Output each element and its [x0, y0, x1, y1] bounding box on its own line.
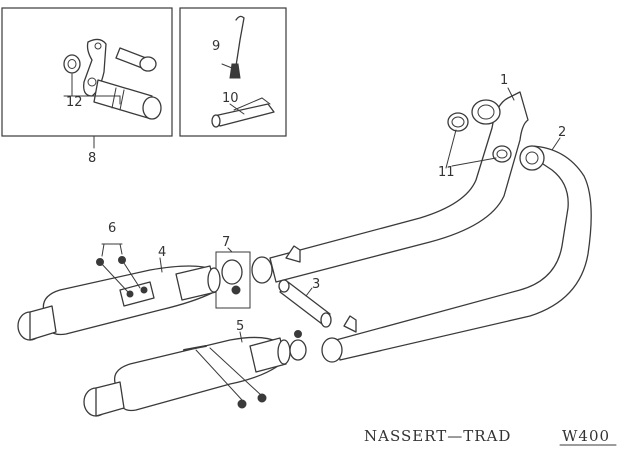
inset-box-stand-spring [179, 7, 287, 137]
header-pipe-2-flange-inner [525, 151, 539, 165]
leader-3 [305, 287, 313, 297]
footrest-peg-rib-1 [111, 87, 117, 109]
header-pipe-2-end [321, 337, 343, 363]
leader-11-b [451, 157, 497, 167]
bracket-bolt-upper-head [139, 56, 157, 72]
muffler-5-bolt-1 [237, 399, 247, 409]
muffler-5-bolt-2 [257, 393, 267, 403]
header-pipe-1-tab [285, 245, 301, 263]
clamp-bolt [231, 285, 241, 295]
bolt-6-b-head [118, 256, 126, 264]
leader-6-a [101, 243, 105, 257]
callout-11: 11 [438, 165, 455, 180]
callout-5: 5 [236, 319, 244, 334]
header-pipe-1-flange [471, 99, 501, 125]
clamp-7 [215, 247, 251, 309]
caption-title: NASSERT—TRAD [364, 427, 511, 445]
muffler-4-mount-bolt-1 [126, 290, 134, 298]
bracket-hole-top [94, 42, 102, 50]
muffler-5-inlet-mouth [277, 339, 291, 365]
leader-9 [221, 63, 233, 69]
leader-4 [159, 257, 163, 273]
clamp-lower-ring [289, 339, 307, 361]
muffler-4 [17, 257, 221, 341]
inset-box-footrest [1, 7, 173, 149]
callout-8: 8 [88, 151, 96, 166]
header-pipe-2-tab [343, 315, 357, 333]
clamp-lower-bolt [294, 330, 302, 338]
muffler-4-mount-bolt-2 [140, 286, 148, 294]
connector-pipe-3 [278, 279, 332, 328]
gasket-lower-inner [496, 149, 508, 159]
muffler-5-strap-1 [195, 349, 243, 401]
header-pipe-2-body [335, 145, 592, 361]
footrest-peg-end [142, 96, 162, 120]
muffler-5 [83, 331, 291, 417]
muffler-4-inlet-mouth [207, 267, 221, 293]
callout-2: 2 [558, 125, 566, 140]
bolt-6-a-head [96, 258, 104, 266]
muffler-5-bracket-top [183, 345, 207, 351]
gasket-upper [447, 112, 469, 132]
callout-9: 9 [212, 39, 220, 54]
leader-12 [63, 95, 121, 105]
header-pipe-1 [251, 87, 529, 284]
clamp-lower [289, 330, 307, 361]
callout-12: 12 [66, 95, 83, 110]
leader-7 [227, 247, 233, 253]
callout-7: 7 [222, 235, 230, 250]
header-pipe-2-flange [519, 145, 545, 171]
muffler-4-tailpipe-tube [29, 305, 57, 341]
callout-labels: 1 2 3 4 5 6 7 8 9 10 11 12 [66, 39, 566, 334]
header-pipe-1-end [251, 256, 273, 284]
diagram-caption: NASSERT—TRAD W400 [364, 427, 617, 446]
bolts-6 [96, 243, 141, 293]
gasket-lower [492, 145, 512, 163]
stand-bracket [213, 103, 275, 127]
footrest-peg-rib-2 [119, 89, 125, 111]
bolt-6-a-shank [99, 261, 129, 293]
leader-11-a [445, 129, 457, 169]
spring-hook-base [229, 63, 241, 79]
gasket-upper-inner [451, 116, 465, 128]
inset-frame-9-10 [179, 7, 287, 137]
header-pipe-1-body [269, 91, 529, 283]
caption-model: W400 [562, 427, 610, 445]
connector-pipe-end [320, 312, 332, 328]
callout-3: 3 [312, 277, 320, 292]
header-pipe-2 [321, 137, 592, 363]
spring-hook [235, 15, 245, 67]
clamp-ring [221, 259, 243, 285]
muffler-5-tailpipe-tube [95, 381, 125, 417]
muffler-5-strap-2 [209, 347, 263, 397]
leader-6-b [119, 243, 123, 255]
callout-10: 10 [222, 91, 239, 106]
leader-5 [239, 331, 243, 343]
bracket-hole-bottom [87, 77, 97, 87]
callout-1: 1 [500, 73, 508, 88]
stand-bracket-end [211, 114, 221, 128]
callout-4: 4 [158, 245, 166, 260]
gaskets-11 [445, 112, 512, 169]
bolt-6-b-shank [121, 259, 141, 289]
callout-6: 6 [108, 221, 116, 236]
bracket-nut-hole [67, 59, 77, 69]
stand-bracket-fin [233, 97, 271, 111]
header-pipe-1-flange-inner [477, 104, 495, 120]
leader-10 [229, 103, 245, 115]
bracket-nut [63, 54, 81, 74]
connector-pipe-start [278, 279, 290, 293]
leader-2 [551, 137, 561, 151]
inset-frame-8 [1, 7, 173, 137]
leader-1 [507, 87, 515, 101]
